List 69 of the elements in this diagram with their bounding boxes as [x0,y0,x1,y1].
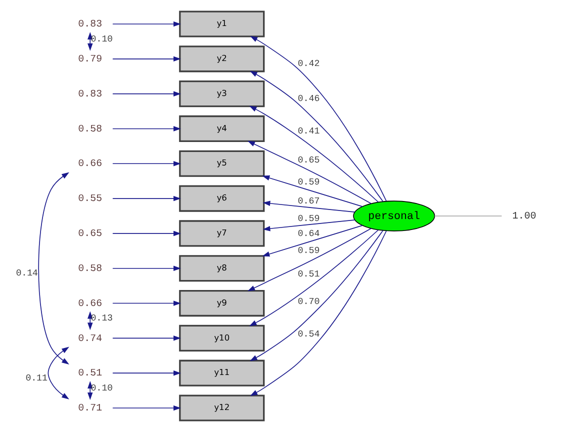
arrow [249,230,383,362]
arrow [38,172,69,364]
edge-label: 0.59 [297,212,320,224]
node-text: 0.71 [78,402,102,414]
arrow [246,228,371,292]
node-text: 1.00 [512,210,536,222]
node-text: 0.65 [78,228,102,240]
edge-label: 0.42 [297,58,320,70]
node-text: 0.58 [78,123,102,134]
edge-label: 0.46 [297,93,320,104]
edge-label: 0.59 [297,245,320,256]
arrow [112,336,180,341]
arrow [249,70,383,202]
edge-label: 0.70 [297,296,320,307]
edge-label: 0.64 [297,228,320,239]
arrow [112,300,180,306]
arrow [47,346,69,400]
node-text: 0.83 [78,88,102,100]
edge-label: 0.67 [297,195,320,206]
node-text: 0.74 [78,332,102,344]
edge-label: 0.65 [297,154,320,166]
arrow [112,56,180,62]
arrow [112,126,180,132]
edge-label: 0.13 [90,312,112,324]
arrow [112,21,180,27]
arrow [262,200,355,212]
node-box: y9 [178,290,264,317]
arrow [112,266,180,271]
arrow [248,106,378,202]
node-box: y12 [178,394,264,422]
arrow [262,220,355,232]
arrow [262,175,362,207]
edge-label: 0.54 [297,328,320,340]
edge-label: 0.11 [25,372,47,384]
node-box: y6 [178,185,264,212]
node-box: y3 [178,80,264,108]
arrow [112,370,180,376]
arrow [250,230,386,396]
edge-label: 0.10 [90,382,112,394]
arrow [112,405,180,411]
arrow [112,161,180,166]
node-box: y10 [178,324,264,352]
node-text: 0.55 [78,193,102,204]
edge-label: 0.59 [297,176,320,188]
arrow [262,225,362,257]
edge-label: 0.14 [16,268,38,279]
node-text: 0.83 [78,18,102,30]
node-box: y7 [178,220,264,247]
node-ellipse: personal [352,200,434,232]
arrow [250,36,386,202]
node-box: y1 [178,10,264,38]
arrow [112,91,180,96]
node-text: 0.51 [78,368,102,379]
node-box: y2 [178,46,264,72]
node-text: 0.66 [78,298,102,309]
edge-label: 0.10 [90,33,112,44]
node-text: 0.79 [78,53,102,64]
arrow [112,230,180,236]
node-box: y5 [178,150,264,177]
node-box: y11 [178,360,264,386]
node-box: y4 [178,115,264,142]
arrow [248,230,378,326]
arrow [246,140,371,204]
edge-label: 0.41 [297,126,320,137]
edge-label: 0.51 [297,268,320,280]
node-box: y8 [178,255,264,282]
arrow [112,196,180,202]
node-text: 0.66 [78,158,102,170]
node-text: 0.58 [78,262,102,274]
